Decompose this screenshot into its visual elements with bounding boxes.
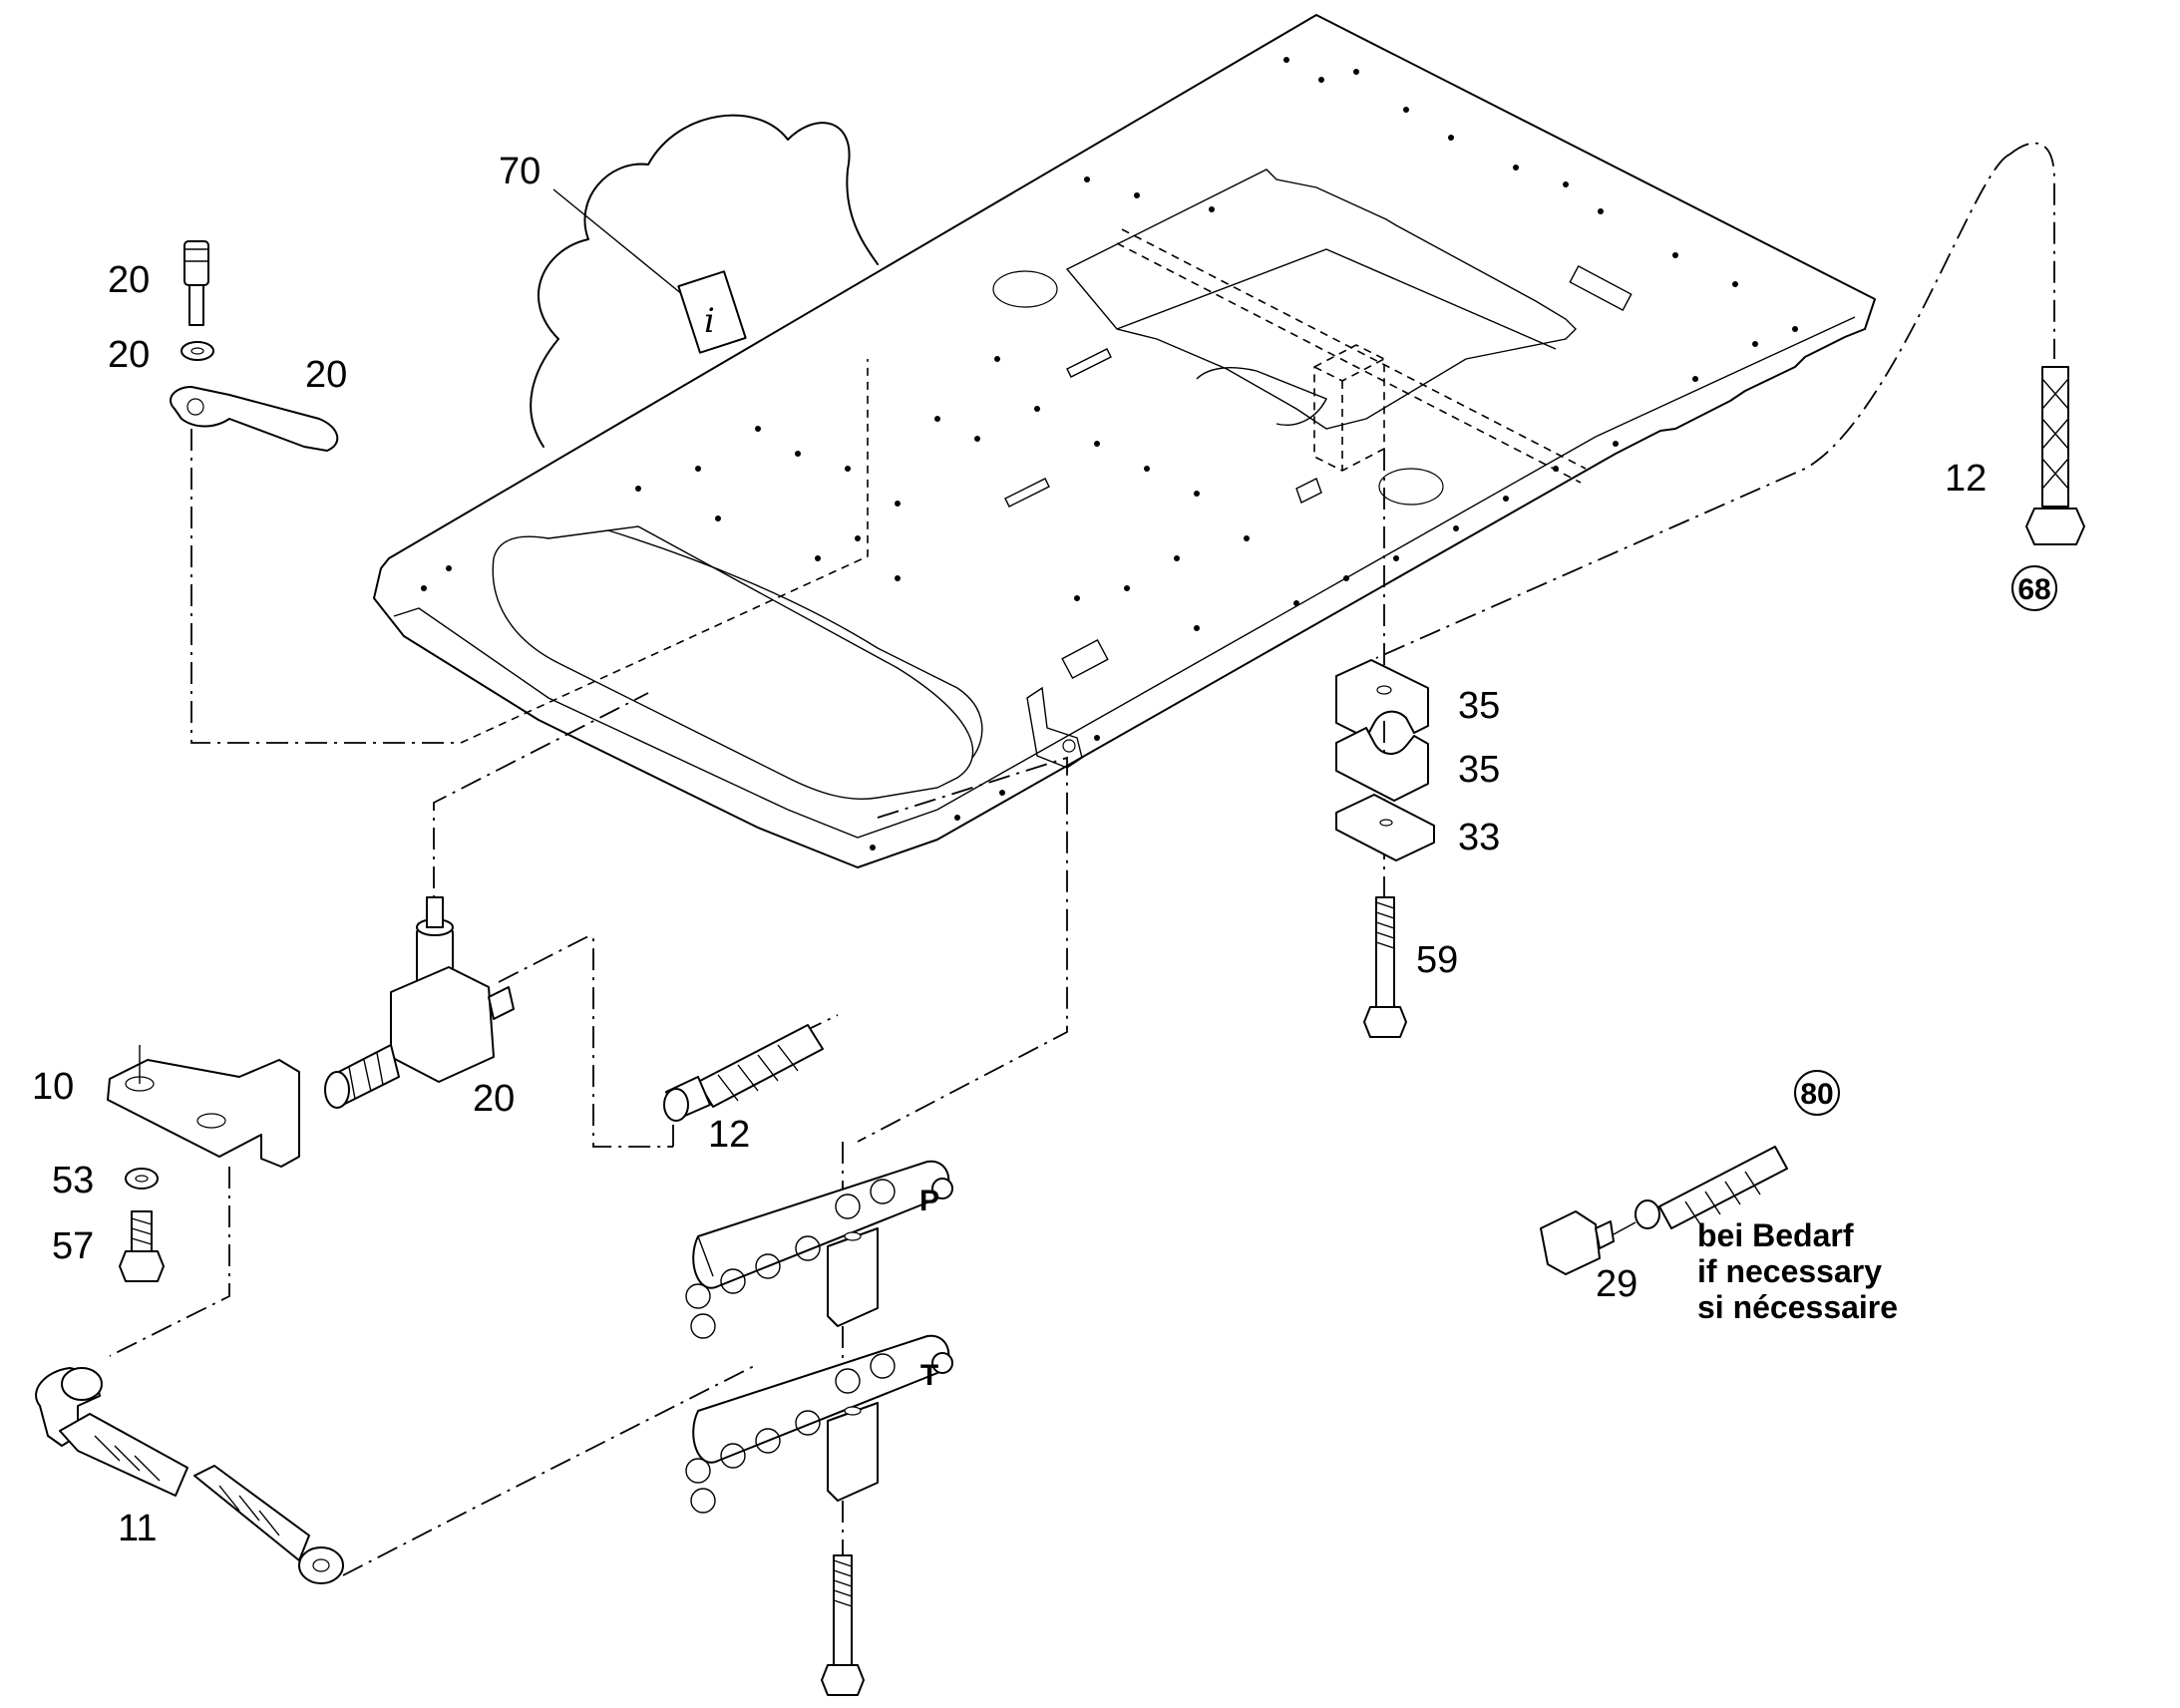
callout-53: 53 — [52, 1160, 94, 1201]
callout-12-middle: 12 — [708, 1114, 750, 1156]
note-fr: si nécessaire — [1697, 1289, 1898, 1325]
background-cloud — [530, 114, 879, 448]
info-label-plate-70: i 70 — [499, 151, 747, 354]
optional-plug-hose: 80 29 bei Bedarf if necessary si nécessa… — [1540, 1070, 1898, 1325]
hose-12-right: 12 68 — [1375, 142, 2085, 659]
svg-text:i: i — [704, 301, 715, 341]
callout-20-screw: 20 — [108, 259, 150, 301]
callout-12-right: 12 — [1945, 458, 1987, 500]
distribution-block-t: T — [685, 1326, 953, 1696]
mounting-bracket-10: 10 53 57 — [32, 1045, 300, 1357]
callout-70: 70 — [499, 151, 541, 192]
callout-35-upper: 35 — [1458, 685, 1500, 727]
hose-11: 11 — [35, 1363, 759, 1584]
callout-20-lever: 20 — [305, 354, 347, 396]
callout-57: 57 — [52, 1225, 94, 1267]
callout-35-lower: 35 — [1458, 749, 1500, 791]
block-label-p: P — [919, 1185, 939, 1217]
block-label-t: T — [920, 1359, 938, 1392]
callout-59: 59 — [1416, 939, 1458, 981]
callout-68: 68 — [2017, 573, 2050, 606]
distribution-block-p: P — [685, 1142, 953, 1339]
lever-assembly: 20 20 20 — [108, 240, 461, 744]
callout-10: 10 — [32, 1066, 74, 1108]
callout-20-valve: 20 — [473, 1078, 515, 1120]
note-de: bei Bedarf — [1697, 1217, 1854, 1253]
valve-assembly-20: 20 — [324, 692, 673, 1148]
callout-11: 11 — [118, 1508, 157, 1549]
note-en: if necessary — [1697, 1253, 1882, 1289]
callout-29: 29 — [1596, 1263, 1637, 1305]
callout-20-washer: 20 — [108, 334, 150, 376]
pipe-clamp-stack: 35 35 33 59 — [1335, 449, 1500, 1038]
callout-33: 33 — [1458, 817, 1500, 858]
floor-plate — [373, 14, 1876, 868]
hose-12-middle: 12 — [663, 756, 1068, 1156]
callout-80: 80 — [1800, 1078, 1833, 1111]
